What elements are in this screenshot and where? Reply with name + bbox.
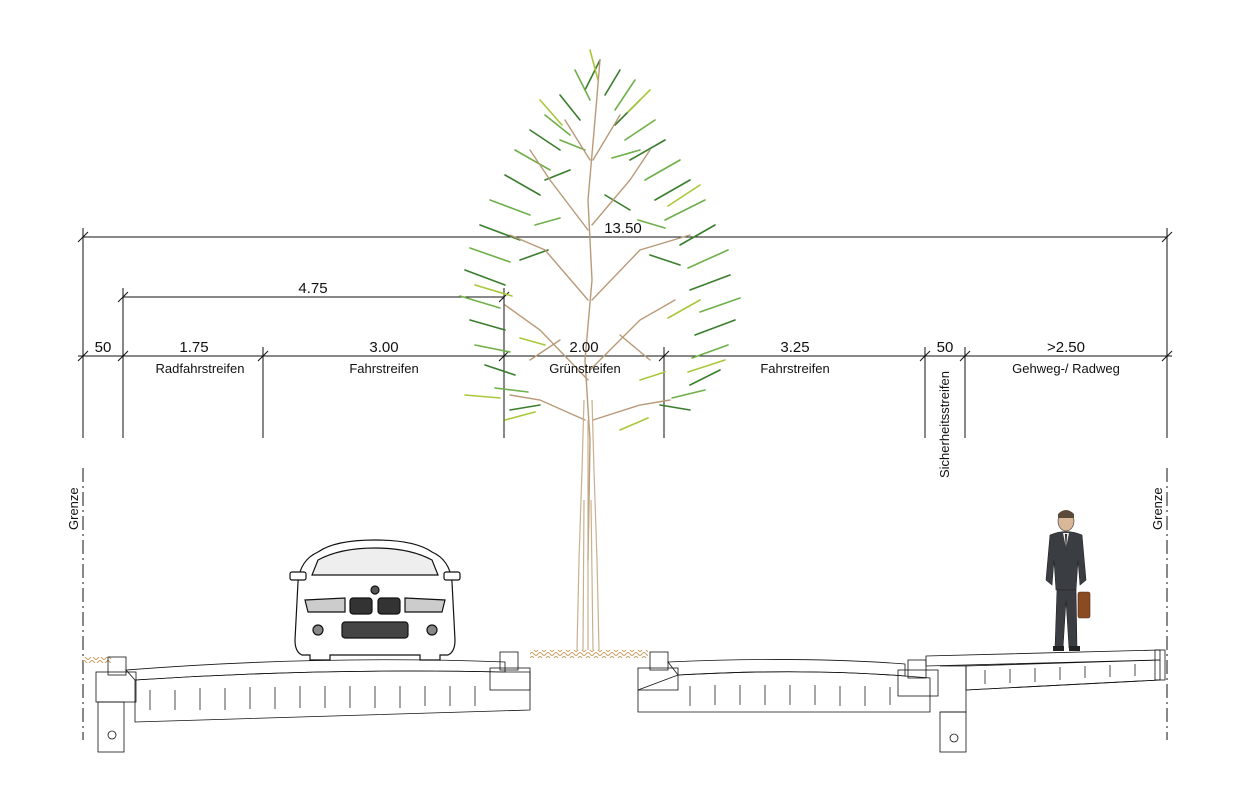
car-logo [370, 585, 380, 595]
curb-left [107, 656, 127, 676]
dim-safety-strip: 50 [937, 339, 954, 356]
person-jacket [1045, 531, 1087, 591]
car-windshield [311, 547, 439, 576]
label-boundary-left: Grenze [66, 487, 81, 530]
soil-green-strip [530, 650, 648, 658]
road-left-base [134, 670, 531, 723]
dim-walkway: >2.50 [1047, 339, 1085, 356]
tree [459, 49, 741, 651]
person [1045, 510, 1091, 651]
curb-right [907, 659, 927, 679]
label-lane-right: Fahrstreifen [760, 361, 829, 376]
dimension-values: 13.50 4.75 50 1.75 3.00 2.00 3.25 50 >2.… [95, 220, 1085, 356]
car-mirror-right [443, 571, 461, 581]
dim-green-strip: 2.00 [569, 339, 598, 356]
tree-foliage [459, 49, 741, 431]
curb-right-inner [649, 651, 669, 671]
dim-total: 13.50 [604, 220, 642, 237]
road-sections [83, 649, 1166, 753]
soil-left [83, 657, 111, 663]
dimension-lines [77, 228, 1173, 438]
briefcase-icon [1077, 591, 1091, 619]
tree-branches [504, 59, 691, 561]
person-trousers [1054, 589, 1078, 649]
car [289, 539, 461, 661]
label-safety-strip: Sicherheitsstreifen [937, 371, 952, 478]
label-lane-left: Fahrstreifen [349, 361, 418, 376]
curb-left-inner [499, 651, 519, 671]
dim-border-left: 50 [95, 339, 112, 356]
car-headlight-right [404, 597, 446, 613]
dim-bike-lane: 1.75 [179, 339, 208, 356]
tree-trunk [576, 399, 600, 651]
boundary-lines [82, 468, 1168, 740]
dim-lane-left: 3.00 [369, 339, 398, 356]
segment-labels: Radfahrstreifen Fahrstreifen Grünstreife… [66, 361, 1165, 530]
dim-lane-right: 3.25 [780, 339, 809, 356]
road-right-base [637, 671, 931, 713]
car-headlight-left [304, 597, 346, 613]
car-lower-grille [341, 621, 409, 639]
dim-subtotal: 4.75 [298, 280, 327, 297]
label-walkway: Gehweg-/ Radweg [1012, 361, 1120, 376]
car-grille-left [349, 597, 373, 615]
car-mirror-left [289, 571, 307, 581]
label-green-strip: Grünstreifen [549, 361, 621, 376]
label-boundary-right: Grenze [1150, 487, 1165, 530]
label-bike-lane: Radfahrstreifen [156, 361, 245, 376]
car-grille-right [377, 597, 401, 615]
